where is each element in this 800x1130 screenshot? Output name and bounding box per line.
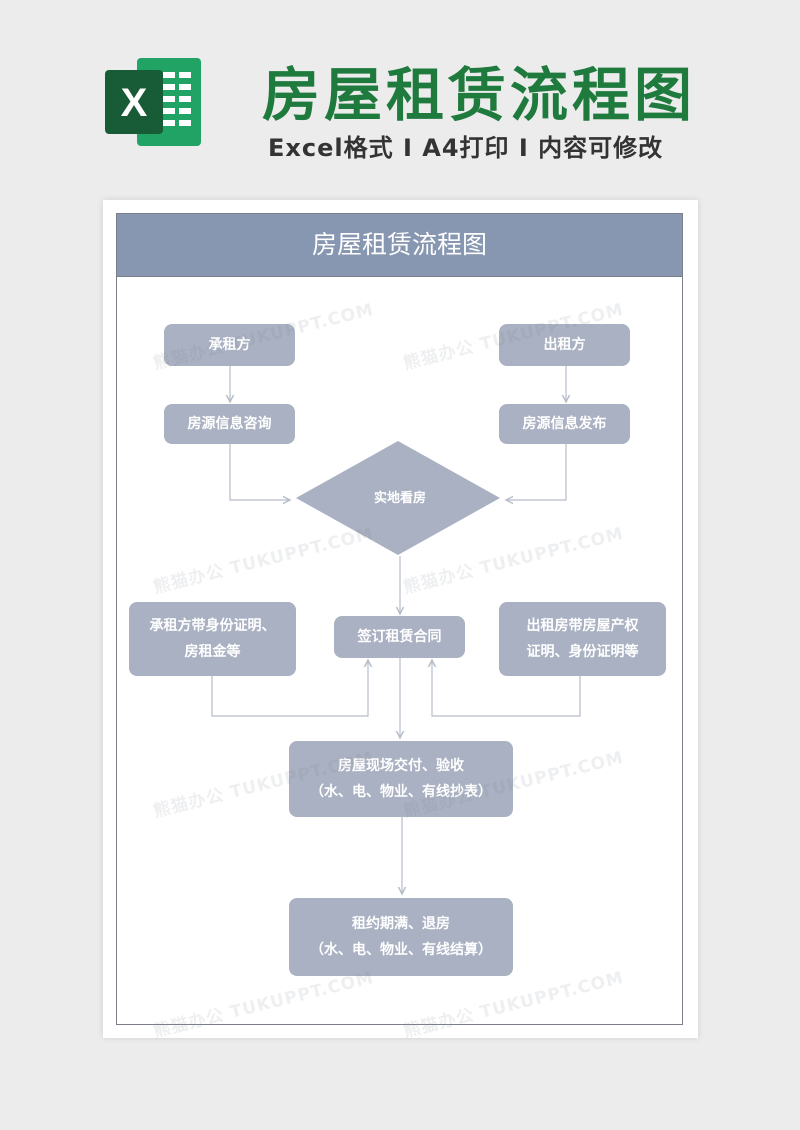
node-landlord-docs: 出租房带房屋产权 证明、身份证明等 xyxy=(499,602,666,676)
banner-title: 房屋租赁流程图 xyxy=(311,230,487,259)
node-landlord-publish-label: 房源信息发布 xyxy=(522,416,607,432)
site-visit-diamond xyxy=(296,441,500,555)
node-sign-contract-label: 签订租赁合同 xyxy=(357,629,442,645)
node-landlord: 出租方 xyxy=(499,324,630,366)
page-title: 房屋租赁流程图 xyxy=(262,61,697,129)
node-landlord-docs-line1: 出租房带房屋产权 xyxy=(526,618,639,634)
connector-publish-visit xyxy=(506,444,567,500)
node-tenant-label: 承租方 xyxy=(208,337,251,353)
node-tenant-docs-line1: 承租方带身份证明、 xyxy=(149,618,276,634)
node-landlord-label: 出租方 xyxy=(543,337,586,353)
node-sign-contract: 签订租赁合同 xyxy=(334,616,465,658)
site-visit-label: 实地看房 xyxy=(373,491,426,506)
document-banner: 房屋租赁流程图 xyxy=(117,214,682,277)
node-tenant-docs-line2: 房租金等 xyxy=(184,644,241,660)
node-handover-line2: （水、电、物业、有线抄表） xyxy=(310,784,492,800)
node-tenant-docs: 承租方带身份证明、 房租金等 xyxy=(129,602,296,676)
node-tenant-inquiry: 房源信息咨询 xyxy=(164,404,295,444)
page-header: X 房屋租赁流程图 Excel格式 I A4打印 I 内容可修改 xyxy=(0,0,800,200)
logo-letter: X xyxy=(121,81,148,125)
node-landlord-publish: 房源信息发布 xyxy=(499,404,630,444)
node-landlord-docs-line2: 证明、身份证明等 xyxy=(526,644,639,660)
node-handover: 房屋现场交付、验收 （水、电、物业、有线抄表） xyxy=(289,741,513,817)
page-subtitle: Excel格式 I A4打印 I 内容可修改 xyxy=(268,134,664,162)
node-lease-expiry-line2: （水、电、物业、有线结算） xyxy=(310,942,492,958)
node-tenant-inquiry-label: 房源信息咨询 xyxy=(187,416,272,432)
excel-logo-icon: X xyxy=(105,58,201,146)
node-lease-expiry: 租约期满、退房 （水、电、物业、有线结算） xyxy=(289,898,513,976)
node-lease-expiry-line1: 租约期满、退房 xyxy=(352,916,450,932)
node-handover-line1: 房屋现场交付、验收 xyxy=(338,758,464,774)
connector-tenant-docs xyxy=(211,660,368,717)
node-tenant: 承租方 xyxy=(164,324,295,366)
connector-inquiry-visit xyxy=(229,444,290,500)
connector-landlord-docs xyxy=(432,660,581,717)
